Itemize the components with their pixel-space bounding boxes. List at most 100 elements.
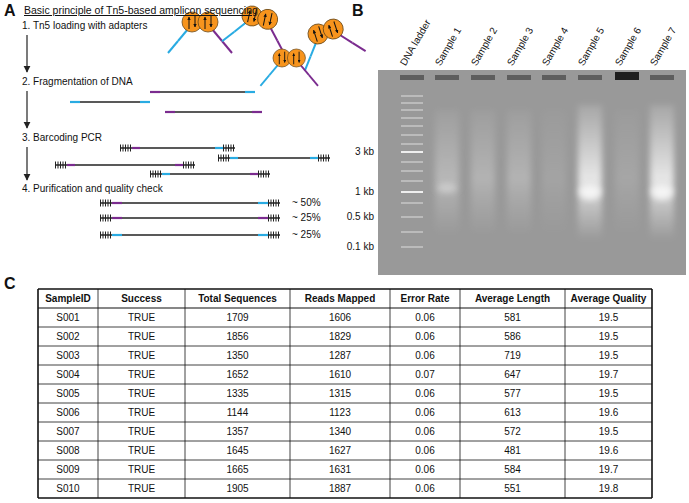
table-cell: 647 — [460, 365, 565, 384]
table-cell: S005 — [38, 384, 98, 403]
table-rule — [38, 288, 652, 290]
lane-label: Sample 2 — [469, 25, 501, 68]
table-cell: S009 — [38, 460, 98, 479]
table-cell: 584 — [460, 460, 565, 479]
table-cell: 1144 — [185, 403, 290, 422]
table-cell: 19.5 — [565, 384, 652, 403]
step-arrows — [27, 35, 28, 180]
percentage-label: ~ 50% — [292, 197, 321, 209]
table-cell: 719 — [460, 346, 565, 365]
size-marker: 3 kb — [355, 146, 374, 158]
table-cell: TRUE — [98, 441, 185, 460]
lane-label: Sample 4 — [540, 25, 572, 68]
table-rule — [38, 346, 652, 347]
table-cell: 19.6 — [565, 441, 652, 460]
table-cell: TRUE — [98, 308, 185, 327]
table-cell: 19.7 — [565, 365, 652, 384]
table-cell: S003 — [38, 346, 98, 365]
table-cell: 0.06 — [390, 422, 460, 441]
table-cell: S010 — [38, 479, 98, 498]
table-cell: TRUE — [98, 422, 185, 441]
table-cell: 1610 — [290, 365, 390, 384]
step-label: 1. Tn5 loading with adapters — [22, 20, 147, 32]
panel-letter: C — [4, 274, 16, 293]
table-rule — [565, 289, 566, 498]
table-cell: 0.06 — [390, 479, 460, 498]
table-header: Average Quality — [565, 289, 652, 308]
table-cell: 19.5 — [565, 308, 652, 327]
table-rule — [38, 365, 652, 366]
barcoded-fragments — [55, 148, 330, 174]
table-rule — [38, 479, 652, 480]
table-cell: TRUE — [98, 460, 185, 479]
table-cell: 0.06 — [390, 403, 460, 422]
table-rule — [38, 497, 652, 499]
percentage-label: ~ 25% — [292, 212, 321, 224]
table-cell: 1631 — [290, 460, 390, 479]
table-cell: 1652 — [185, 365, 290, 384]
table-cell: 1335 — [185, 384, 290, 403]
lane-label: Sample 3 — [505, 25, 537, 68]
table-cell: 1709 — [185, 308, 290, 327]
table-header: Error Rate — [390, 289, 460, 308]
table-cell: S008 — [38, 441, 98, 460]
table-rule — [37, 289, 39, 498]
table-cell: TRUE — [98, 365, 185, 384]
table-cell: S006 — [38, 403, 98, 422]
table-cell: 19.6 — [565, 403, 652, 422]
lane-label: DNA ladder — [398, 18, 434, 68]
table-cell: 581 — [460, 308, 565, 327]
table-cell: 586 — [460, 327, 565, 346]
table-cell: 0.06 — [390, 327, 460, 346]
table-rule — [38, 422, 652, 423]
table-cell: 1606 — [290, 308, 390, 327]
step-label: 4. Purification and quality check — [22, 183, 163, 195]
table-cell: 19.5 — [565, 422, 652, 441]
table-cell: S004 — [38, 365, 98, 384]
size-marker: 0.5 kb — [347, 211, 374, 223]
lane-label: Sample 7 — [648, 25, 680, 68]
table-cell: 1645 — [185, 441, 290, 460]
table-cell: 1829 — [290, 327, 390, 346]
table-rule — [460, 289, 461, 498]
panel-title: Basic principle of Tn5-based amplicon se… — [24, 4, 258, 17]
table-cell: TRUE — [98, 346, 185, 365]
table-cell: TRUE — [98, 403, 185, 422]
table-cell: 1357 — [185, 422, 290, 441]
table-cell: 19.8 — [565, 479, 652, 498]
table-rule — [38, 441, 652, 442]
gel-image — [378, 70, 686, 275]
table-header: Total Sequences — [185, 289, 290, 308]
table-cell: 0.06 — [390, 308, 460, 327]
table-rule — [38, 384, 652, 385]
table-header: Average Length — [460, 289, 565, 308]
table-rule — [290, 289, 291, 498]
table-cell: 19.5 — [565, 327, 652, 346]
table-cell: 0.06 — [390, 346, 460, 365]
table-cell: 577 — [460, 384, 565, 403]
table-cell: TRUE — [98, 479, 185, 498]
table-rule — [98, 289, 99, 498]
final-products — [100, 203, 280, 235]
table-cell: 0.06 — [390, 441, 460, 460]
table-cell: 1905 — [185, 479, 290, 498]
table-rule — [38, 460, 652, 461]
table-cell: TRUE — [98, 384, 185, 403]
percentage-label: ~ 25% — [292, 229, 321, 241]
table-cell: 0.06 — [390, 384, 460, 403]
table-cell: 1665 — [185, 460, 290, 479]
table-cell: 19.7 — [565, 460, 652, 479]
table-cell: S002 — [38, 327, 98, 346]
step-label: 3. Barcoding PCR — [22, 132, 102, 144]
table-rule — [390, 289, 391, 498]
table-cell: 1123 — [290, 403, 390, 422]
table-rule — [38, 403, 652, 404]
table-header: Success — [98, 289, 185, 308]
table-cell: TRUE — [98, 327, 185, 346]
panel-letter: B — [352, 1, 364, 20]
table-cell: 0.07 — [390, 365, 460, 384]
table-cell: S007 — [38, 422, 98, 441]
table-cell: 1287 — [290, 346, 390, 365]
table-cell: S001 — [38, 308, 98, 327]
table-rule — [38, 307, 652, 308]
